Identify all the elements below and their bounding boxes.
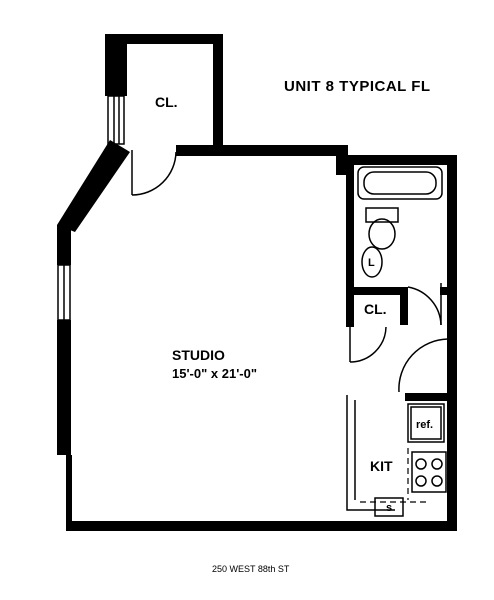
closet-door [131,150,177,196]
windows [57,95,125,521]
sink-label: s [386,502,392,514]
entry-door [398,335,449,394]
fridge-label: ref. [416,419,433,431]
closet-label-top: CL. [155,94,178,110]
bathroom: L [346,155,450,326]
plan-title: UNIT 8 TYPICAL FL [284,78,431,95]
studio-dimensions: 15'-0" x 21'-0" [172,366,257,381]
kitchen-label: KIT [370,458,393,474]
lavatory-icon [361,246,383,278]
exterior-walls [57,34,457,531]
address-footer: 250 WEST 88th ST [212,564,290,574]
toilet-icon [365,207,399,250]
stove-icon [411,451,447,493]
kitchen [346,393,447,517]
bath-door [407,283,442,326]
refrigerator-icon [407,403,445,443]
closet-label-bath: CL. [364,301,387,317]
bathtub-icon [357,166,443,200]
studio-label: STUDIO [172,347,225,363]
bath-closet [346,287,387,363]
sink-icon [374,497,404,517]
lav-label: L [368,257,375,269]
